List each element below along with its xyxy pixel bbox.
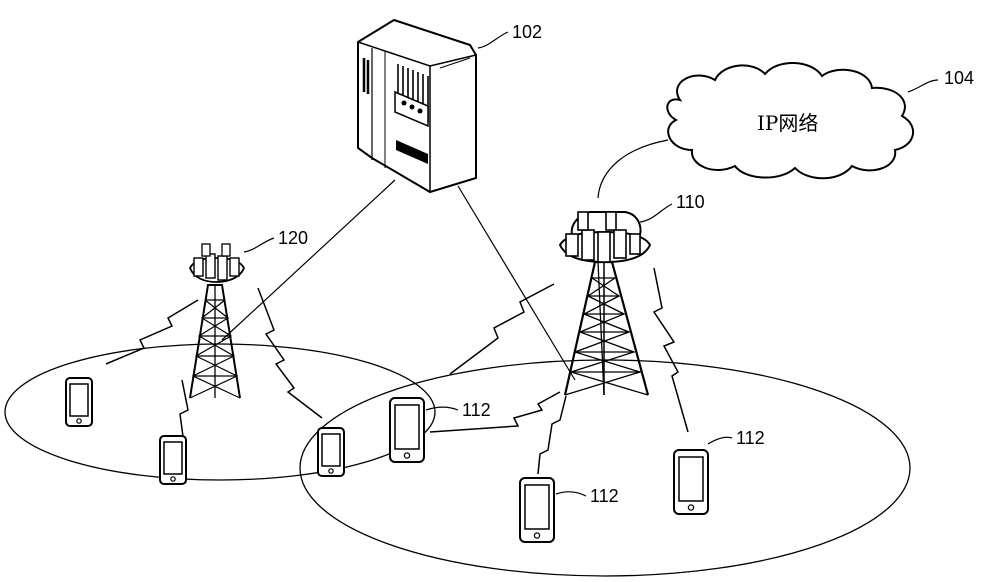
radio-link-icon — [105, 299, 199, 365]
radio-link-icon — [537, 395, 567, 475]
phone-icon — [519, 477, 555, 543]
cloud-ref-label: 104 — [944, 68, 974, 88]
cell-tower-icon-110 — [558, 211, 652, 396]
coverage-area-left — [4, 343, 436, 481]
link-server-to-110 — [457, 185, 576, 381]
coverage-area-right — [299, 359, 911, 577]
cloud-icon — [666, 61, 914, 180]
terminal-ref-label: 112 — [590, 486, 619, 506]
tower-110-ref-leader — [639, 203, 673, 223]
terminal-ref-leader — [707, 436, 733, 445]
terminal-ref-leader — [555, 491, 587, 497]
server-ref-label: 102 — [512, 22, 542, 42]
link-cloud-to-110 — [597, 139, 669, 199]
tower-120-ref-label: 120 — [278, 228, 308, 248]
link-server-to-120 — [221, 179, 396, 341]
radio-link-icon — [429, 391, 561, 433]
cell-tower-icon-120 — [189, 243, 245, 399]
terminal-ref-label: 112 — [462, 400, 491, 420]
radio-link-icon — [449, 283, 555, 375]
radio-link-icons — [105, 267, 689, 475]
phone-icon — [317, 427, 345, 477]
tower-120-ref-leader — [243, 237, 275, 253]
cloud-label: IP网络 — [757, 111, 818, 135]
phone-icon — [65, 377, 93, 427]
tower-110-ref-label: 110 — [676, 192, 705, 212]
radio-link-icon — [652, 267, 689, 433]
terminal-ref-leader — [425, 406, 459, 411]
phone-icon — [159, 435, 187, 485]
phone-icon — [673, 449, 709, 515]
server-ref-leader — [477, 31, 509, 49]
cloud-ref-leader — [907, 79, 939, 93]
server-icon — [357, 18, 477, 194]
radio-link-icon — [257, 287, 323, 419]
phone-icon — [389, 397, 425, 463]
terminal-ref-label: 112 — [736, 428, 765, 448]
